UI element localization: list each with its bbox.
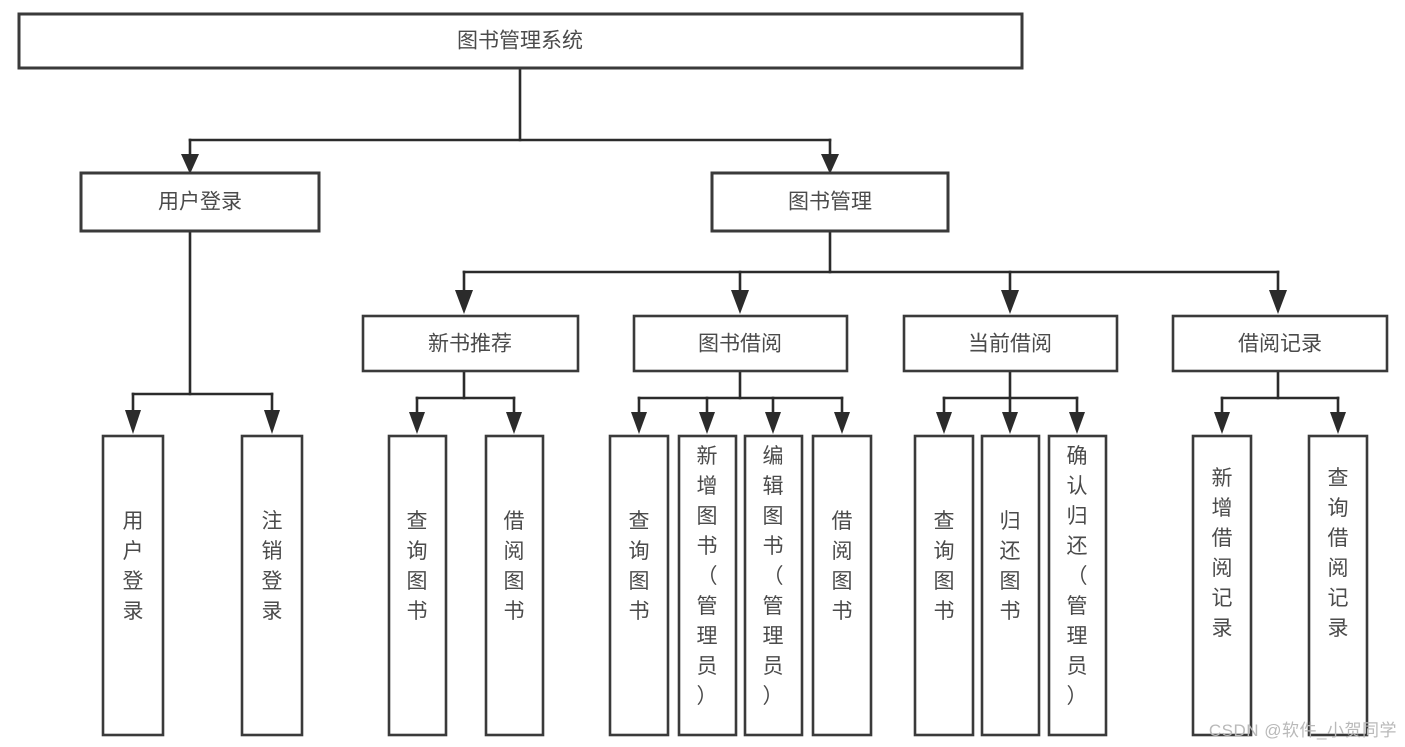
leaf-current-confirm-return-label: 确认归还（管理员）	[1067, 445, 1088, 708]
leaf-current-query-book[interactable]: 查询图书	[913, 434, 975, 737]
node-current-borrow-label: 当前借阅	[968, 333, 1052, 356]
leaf-newbook-borrow-book[interactable]: 借阅图书	[484, 434, 545, 737]
arrow-current-leaf-3	[1069, 412, 1085, 434]
leaf-borrow-query-book[interactable]: 查询图书	[608, 434, 670, 737]
leaf-user-login-box[interactable]	[101, 434, 165, 737]
node-current-borrow[interactable]: 当前借阅	[902, 314, 1119, 373]
arrow-current-leaf-1	[936, 412, 952, 434]
node-new-book-recommend-label: 新书推荐	[428, 333, 512, 356]
node-new-book-recommend-box[interactable]	[361, 314, 580, 373]
leaf-records-query-record[interactable]: 查询借阅记录	[1307, 434, 1369, 737]
leaf-borrow-add-book[interactable]: 新增图书（管理员）	[677, 434, 738, 737]
arrow-leaf-user-login	[125, 410, 141, 434]
node-book-borrow-box[interactable]	[632, 314, 849, 373]
arrow-book-mgmt	[821, 154, 839, 174]
arrow-newbook-leaf-2	[506, 412, 522, 434]
leaf-logout-label: 注销登录	[262, 510, 283, 623]
arrow-borrow-leaf-1	[631, 412, 647, 434]
leaf-borrow-edit-book[interactable]: 编辑图书（管理员）	[743, 434, 804, 737]
leaf-newbook-query-book-label: 查询图书	[407, 510, 428, 623]
leaf-current-confirm-return[interactable]: 确认归还（管理员）	[1047, 434, 1108, 737]
leaf-user-login-label: 用户登录	[123, 510, 144, 623]
leaf-current-query-book-label: 查询图书	[934, 510, 955, 623]
leaf-current-return-book[interactable]: 归还图书	[980, 434, 1041, 737]
node-user-login-label: 用户登录	[158, 191, 242, 214]
leaf-borrow-query-book-box[interactable]	[608, 434, 670, 737]
arrow-newbook-leaf-1	[409, 412, 425, 434]
leaf-records-query-record-label: 查询借阅记录	[1328, 467, 1349, 640]
leaf-borrow-add-book-box[interactable]	[677, 434, 738, 737]
arrow-book-borrow	[731, 290, 749, 314]
arrow-leaf-logout	[264, 410, 280, 434]
node-borrow-records-label: 借阅记录	[1238, 333, 1322, 356]
leaf-borrow-borrow-book[interactable]: 借阅图书	[811, 434, 873, 737]
node-book-management-label: 图书管理	[788, 191, 872, 214]
leaf-borrow-query-book-label: 查询图书	[629, 510, 650, 623]
node-new-book-recommend[interactable]: 新书推荐	[361, 314, 580, 373]
leaf-logout[interactable]: 注销登录	[240, 434, 304, 737]
arrow-records-leaf-1	[1214, 412, 1230, 434]
leaf-borrow-edit-book-box[interactable]	[743, 434, 804, 737]
leaf-user-login[interactable]: 用户登录	[101, 434, 165, 737]
leaf-current-return-book-box[interactable]	[980, 434, 1041, 737]
node-book-borrow-label: 图书借阅	[698, 333, 782, 356]
node-user-login-box[interactable]	[79, 171, 321, 233]
node-root-label: 图书管理系统	[457, 30, 583, 53]
leaf-current-confirm-return-box[interactable]	[1047, 434, 1108, 737]
leaf-records-add-record-label: 新增借阅记录	[1212, 467, 1233, 640]
leaf-current-query-book-box[interactable]	[913, 434, 975, 737]
arrow-current-borrow	[1001, 290, 1019, 314]
node-borrow-records-box[interactable]	[1171, 314, 1389, 373]
node-root[interactable]: 图书管理系统	[17, 12, 1024, 70]
arrow-borrow-leaf-4	[834, 412, 850, 434]
node-current-borrow-box[interactable]	[902, 314, 1119, 373]
leaf-records-add-record[interactable]: 新增借阅记录	[1191, 434, 1253, 737]
arrow-new-book-recommend	[455, 290, 473, 314]
node-root-box[interactable]	[17, 12, 1024, 70]
arrow-borrow-records	[1269, 290, 1287, 314]
leaf-records-query-record-box[interactable]	[1307, 434, 1369, 737]
leaf-records-add-record-box[interactable]	[1191, 434, 1253, 737]
leaf-newbook-borrow-book-box[interactable]	[484, 434, 545, 737]
node-book-management[interactable]: 图书管理	[710, 171, 950, 233]
leaf-borrow-borrow-book-box[interactable]	[811, 434, 873, 737]
leaf-borrow-borrow-book-label: 借阅图书	[832, 510, 853, 623]
node-user-login[interactable]: 用户登录	[79, 171, 321, 233]
arrow-borrow-leaf-2	[699, 412, 715, 434]
leaf-newbook-query-book[interactable]: 查询图书	[387, 434, 448, 737]
leaf-logout-box[interactable]	[240, 434, 304, 737]
node-book-borrow[interactable]: 图书借阅	[632, 314, 849, 373]
leaf-borrow-edit-book-label: 编辑图书（管理员）	[763, 445, 784, 708]
node-borrow-records[interactable]: 借阅记录	[1171, 314, 1389, 373]
arrow-current-leaf-2	[1002, 412, 1018, 434]
leaf-newbook-query-book-box[interactable]	[387, 434, 448, 737]
leaf-newbook-borrow-book-label: 借阅图书	[504, 510, 525, 623]
leaf-current-return-book-label: 归还图书	[1000, 510, 1021, 623]
arrow-records-leaf-2	[1330, 412, 1346, 434]
arrow-borrow-leaf-3	[765, 412, 781, 434]
arrow-user-login	[181, 154, 199, 174]
leaf-borrow-add-book-label: 新增图书（管理员）	[697, 445, 718, 708]
connector-group	[125, 66, 1346, 434]
node-book-management-box[interactable]	[710, 171, 950, 233]
